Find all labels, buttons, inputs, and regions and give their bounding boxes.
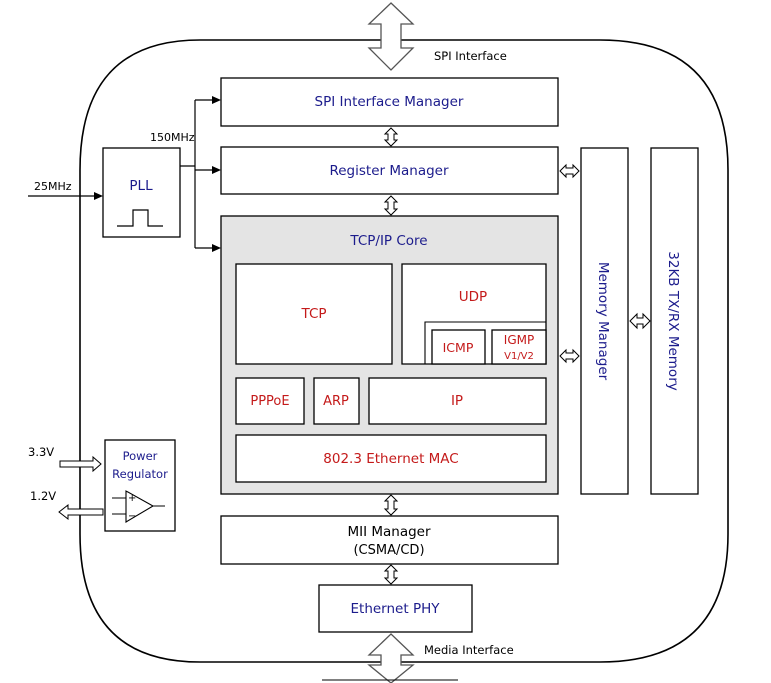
igmp-label: IGMP	[504, 333, 534, 347]
power-regulator-sub-label: Regulator	[112, 467, 168, 481]
opamp-icon	[112, 490, 165, 523]
register-manager-box	[220, 146, 559, 195]
voltage-input-arrow	[59, 455, 102, 473]
ip-box	[368, 377, 547, 425]
ethernet-mac-box	[235, 434, 547, 483]
spi-interface-label: SPI Interface	[434, 49, 507, 63]
opamp-plus-sign: +	[128, 493, 136, 504]
voltage-output-arrow	[58, 503, 104, 521]
tcpip-core-label: TCP/IP Core	[349, 233, 427, 249]
core-mii-link-arrow	[383, 494, 399, 516]
clock-to-spi-arrowhead	[212, 96, 221, 104]
ip-label: IP	[451, 393, 463, 409]
spi-register-link-arrow	[383, 127, 399, 147]
clock-output-label: 150MHz	[150, 131, 195, 144]
pll-pulse-icon	[117, 209, 163, 227]
voltage-output-label: 1.2V	[30, 489, 56, 503]
media-interface-label: Media Interface	[424, 643, 514, 657]
media-interface-arrow	[367, 633, 415, 683]
arp-label: ARP	[323, 394, 349, 409]
power-regulator-box	[104, 439, 176, 532]
igmp-box	[491, 329, 547, 365]
arp-box	[313, 377, 360, 425]
mii-manager-box	[220, 515, 559, 565]
icmp-box	[431, 329, 486, 365]
memory-manager-label: Memory Manager	[595, 262, 611, 381]
pppoe-box	[235, 377, 305, 425]
spi-interface-manager-box	[220, 77, 559, 127]
tcp-box	[235, 263, 393, 365]
power-regulator-label: Power	[123, 449, 158, 463]
register-core-link-arrow	[383, 195, 399, 216]
txrx-memory-box	[650, 147, 699, 495]
spi-interface-arrow	[367, 2, 415, 71]
pll-label: PLL	[129, 178, 153, 194]
opamp-minus-sign: −	[128, 511, 136, 522]
spi-interface-manager-label: SPI Interface Manager	[315, 94, 464, 110]
voltage-input-label: 3.3V	[28, 445, 54, 459]
ethernet-mac-label: 802.3 Ethernet MAC	[323, 451, 458, 467]
clock-to-register-arrowhead	[212, 166, 221, 174]
core-memory-link-arrow	[559, 348, 580, 364]
igmp-version-label: V1/V2	[504, 351, 534, 362]
ethernet-phy-label: Ethernet PHY	[351, 601, 441, 617]
register-manager-label: Register Manager	[329, 163, 448, 179]
mii-manager-sub-label: (CSMA/CD)	[353, 543, 424, 558]
tcp-label: TCP	[300, 306, 326, 322]
memory-manager-box	[580, 147, 629, 495]
txrx-memory-label: 32KB TX/RX Memory	[665, 251, 681, 390]
icmp-label: ICMP	[443, 340, 474, 355]
clock-input-arrowhead	[94, 192, 103, 200]
clock-to-core-arrowhead	[212, 244, 221, 252]
mii-phy-link-arrow	[383, 564, 399, 585]
pppoe-label: PPPoE	[250, 394, 289, 409]
mii-manager-label: MII Manager	[347, 524, 431, 540]
udp-inner-notch	[402, 321, 546, 365]
ethernet-phy-box	[318, 584, 473, 633]
pll-box	[102, 147, 181, 238]
clock-distribution-line	[180, 100, 196, 248]
clock-input-label: 25MHz	[34, 180, 72, 193]
memory-link-arrow	[629, 312, 651, 330]
register-memory-link-arrow	[559, 163, 580, 179]
udp-label: UDP	[459, 289, 487, 305]
